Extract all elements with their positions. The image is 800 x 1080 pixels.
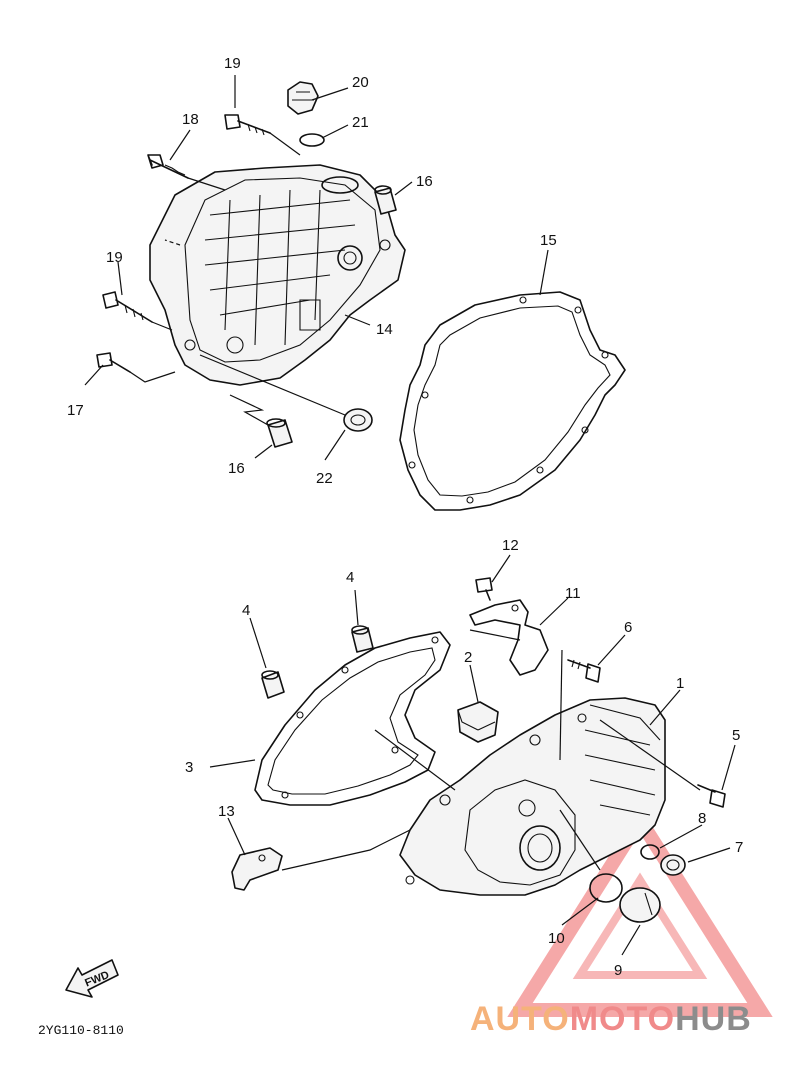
watermark-moto: MOTO [570,1000,675,1038]
callout-labels: 19 20 21 18 16 19 15 14 17 16 22 12 4 11… [67,55,743,979]
bolt-5 [697,784,726,808]
callout-13: 13 [218,803,235,820]
callout-19-top: 19 [224,55,241,72]
callout-16-upper: 16 [416,173,433,190]
bolt-17 [96,352,131,373]
bolt-19-left [102,291,153,323]
bracket-13 [231,847,283,891]
watermark-text: AUTOMOTOHUB [470,1000,752,1038]
bolt-18 [147,154,189,179]
callout-6: 6 [624,619,632,636]
callout-3: 3 [185,759,193,776]
plug-7 [660,854,686,876]
dowel-pin-16-lower [266,418,293,448]
generator-cover [399,697,666,896]
sensor-2 [457,701,499,743]
oil-filler-cap [287,81,319,115]
leader-lines-lower [281,629,701,871]
callout-17: 17 [67,402,84,419]
callout-14: 14 [376,321,393,338]
svg-text:AUTOMOTOHUB: AUTOMOTOHUB [470,1000,752,1038]
dowel-pin-16-upper [374,185,397,215]
callout-12: 12 [502,537,519,554]
crankcase-cover-right [149,164,406,386]
gasket-15 [399,291,626,511]
bolt-6 [567,659,601,683]
oil-seal-22 [343,408,373,432]
callout-22: 22 [316,470,333,487]
callout-20: 20 [352,74,369,91]
bolt-12 [475,577,493,601]
callout-21: 21 [352,114,369,131]
callout-15: 15 [540,232,557,249]
callout-11: 11 [565,585,581,602]
o-ring-21 [299,133,325,147]
callout-1: 1 [676,675,684,692]
bracket-11 [469,599,549,676]
watermark-hub: HUB [675,1000,752,1038]
leader-lines-upper [129,132,346,426]
callout-4-left: 4 [242,602,250,619]
o-ring-8 [640,844,660,860]
callout-4-right: 4 [346,569,354,586]
callout-18: 18 [182,111,199,128]
callout-8: 8 [698,810,706,827]
fwd-arrow-icon: FWD [65,959,119,998]
watermark-auto: AUTO [470,1000,570,1038]
plug-cap-9 [619,887,661,923]
watermark-logo-triangle [507,806,773,1017]
callout-16-lower: 16 [228,460,245,477]
bolt-19-top [224,114,271,136]
callout-10: 10 [548,930,565,947]
callout-7: 7 [735,839,743,856]
gasket-3 [254,631,451,806]
dowel-pin-4-right [351,625,374,653]
o-ring-10 [589,873,623,903]
dowel-pin-4-left [261,670,285,699]
callout-leaders [84,75,736,956]
callout-5: 5 [732,727,740,744]
callout-2: 2 [464,649,472,666]
diagram-code: 2YG110-8110 [38,1023,124,1038]
callout-19-left: 19 [106,249,123,266]
callout-9: 9 [614,962,622,979]
